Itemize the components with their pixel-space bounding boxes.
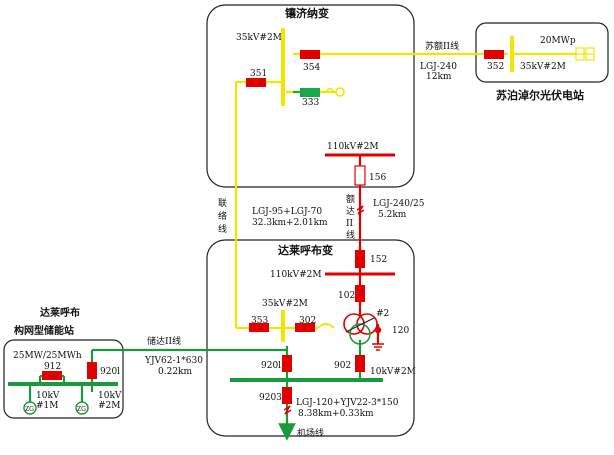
station-frame-left — [3, 339, 124, 419]
switch-label: 333 — [302, 98, 319, 108]
switch-label: 352 — [487, 62, 504, 72]
bus-label: 25MW/25MWh — [13, 351, 82, 361]
line-length: 8.38km+0.33km — [298, 409, 374, 419]
line-name: 苏额II线 — [425, 40, 459, 52]
switch-label: 912 — [44, 362, 61, 372]
station-title: 镶济纳变 — [285, 6, 329, 20]
switch-label: 156 — [369, 173, 386, 183]
breaker-351[interactable] — [246, 78, 266, 87]
station-frame-main — [206, 239, 415, 437]
bus-label: 110kV#2M — [327, 142, 379, 152]
station-title: 达莱呼布 — [40, 306, 80, 319]
storage-unit-label: ZG — [25, 406, 34, 413]
breaker-156[interactable] — [354, 165, 366, 186]
bus-label: 35kV#2M — [236, 33, 282, 43]
line-length: 5.2km — [378, 210, 407, 220]
transformer-icon — [317, 313, 378, 345]
line-name-char: 达 — [346, 205, 355, 217]
breaker-102[interactable] — [355, 285, 365, 302]
station-title: 构网型储能站 — [14, 324, 74, 337]
pv-panel-icon — [575, 47, 595, 61]
switch-label: 120 — [392, 326, 409, 336]
switch-label: 902 — [334, 361, 351, 371]
line-name-char: II — [346, 219, 354, 229]
bus-label: 35kV#2M — [262, 299, 308, 309]
line-length: 0.22km — [158, 367, 192, 377]
bus-label: 10kV — [36, 391, 60, 401]
line-name: 机场线 — [297, 427, 324, 439]
bus-label: 20MWp — [540, 36, 576, 46]
bus-label: #1M — [36, 401, 58, 411]
line-name: 储达II线 — [147, 335, 181, 347]
line-conductor: LGJ-120+YJV22-3*150 — [296, 398, 399, 408]
breaker-920l-left[interactable] — [87, 362, 97, 379]
line-break-icon — [356, 205, 365, 215]
bus-label: 110kV#2M — [270, 270, 322, 280]
line-conductor: LGJ-240/25 — [373, 199, 425, 209]
station-frame-right — [475, 22, 609, 83]
line-length: 32.3km+2.01km — [252, 218, 328, 228]
line-name-char: 联 — [218, 198, 227, 209]
breaker-912[interactable] — [42, 371, 62, 380]
ground-switch-icon — [372, 326, 384, 351]
bus-label: 10kV#2M — [370, 367, 416, 377]
line-name-char: 络 — [218, 210, 227, 222]
switch-label: 351 — [250, 69, 267, 79]
bus-label: 35kV#2M — [520, 62, 566, 72]
switch-label: 353 — [251, 316, 268, 326]
reactor-icon — [325, 87, 345, 97]
transformer-label: #2 — [376, 309, 389, 319]
line-name-char: 额 — [346, 193, 355, 205]
breaker-354[interactable] — [300, 50, 320, 59]
switch-label: 302 — [299, 316, 316, 326]
breaker-9203[interactable] — [282, 387, 292, 404]
bus-label: 10kV — [98, 391, 122, 401]
line-name-char: 线 — [346, 229, 355, 241]
switch-label: 9203 — [259, 393, 282, 403]
switch-label: 920l — [261, 361, 281, 371]
line-conductor: LGJ-95+LGJ-70 — [252, 207, 322, 217]
line-name-char: 线 — [218, 223, 227, 235]
line-35kv-group — [234, 28, 576, 342]
bus-label: #2M — [98, 401, 120, 411]
line-conductor: YJV62-1*630 — [144, 356, 203, 366]
breaker-920l-main[interactable] — [282, 355, 292, 372]
breaker-902[interactable] — [355, 355, 365, 372]
breaker-353[interactable] — [249, 323, 269, 332]
breaker-302[interactable] — [295, 323, 315, 332]
breaker-333[interactable] — [300, 88, 320, 97]
switch-label: 152 — [370, 255, 387, 265]
line-break-icon — [283, 405, 292, 415]
breaker-152[interactable] — [355, 250, 365, 268]
switch-label: 354 — [303, 63, 320, 73]
station-title: 苏泊淖尔光伏电站 — [496, 88, 584, 102]
station-frame-top — [206, 4, 415, 188]
switch-label: 920l — [100, 367, 120, 377]
line-conductor: LGJ-240 — [420, 62, 457, 72]
switch-label: 102 — [338, 291, 355, 301]
line-length: 12km — [426, 72, 452, 82]
storage-unit-label: ZG — [77, 406, 86, 413]
breaker-352[interactable] — [484, 50, 504, 59]
station-title: 达莱呼布变 — [278, 243, 333, 257]
storage-unit-icon — [23, 401, 89, 415]
